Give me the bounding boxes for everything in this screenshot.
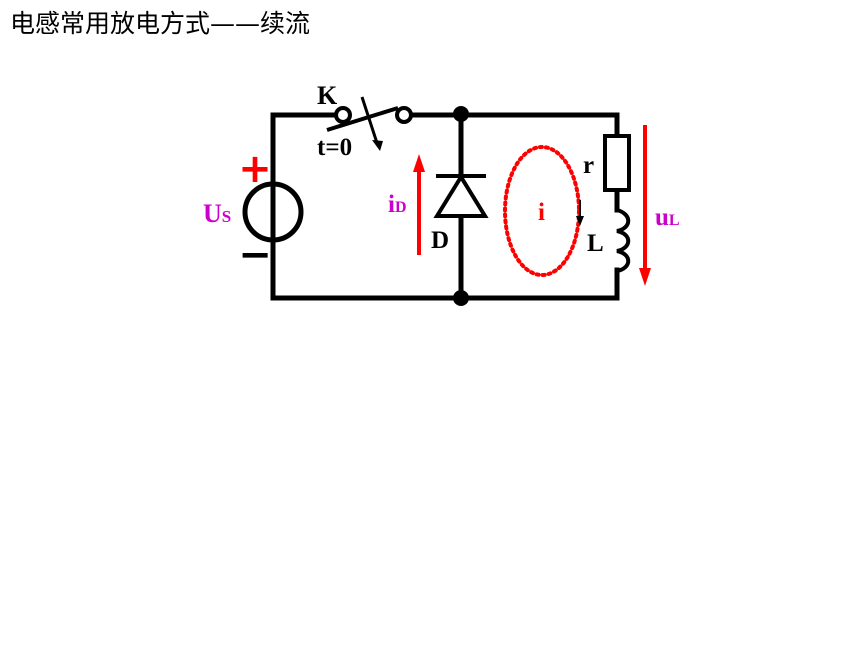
resistor: r — [583, 134, 631, 192]
voltage-arrowhead — [639, 268, 651, 286]
switch-blade — [326, 106, 399, 132]
junction-node-top — [453, 106, 469, 122]
resistor-body — [603, 134, 631, 192]
source-label-sub: S — [222, 207, 231, 226]
wire-bottom-left — [270, 237, 464, 301]
diode-current-label: iD — [388, 191, 407, 218]
diode-current-main: i — [388, 191, 395, 218]
junction-node-bottom — [453, 290, 469, 306]
diode-current-arrowhead — [413, 154, 425, 172]
wires — [270, 112, 620, 301]
diode-triangle — [433, 173, 489, 218]
switch — [326, 96, 413, 151]
voltage-source: + − US — [203, 146, 304, 278]
voltage-label: uL — [655, 204, 680, 231]
loop-direction-arrowhead — [576, 216, 584, 226]
switch-timing-arrow — [360, 96, 379, 144]
diode: D — [431, 173, 489, 254]
inductor-label: L — [587, 230, 604, 257]
wire-left-top — [270, 112, 339, 186]
source-label: US — [203, 199, 231, 228]
switch-time-label: t=0 — [317, 134, 352, 161]
voltage-main: u — [655, 204, 669, 231]
switch-label: K — [317, 81, 338, 110]
source-plus-sign: + — [238, 146, 272, 192]
wire-bottom-right — [458, 267, 620, 301]
diode-current-arrow: iD — [388, 154, 425, 255]
resistor-label: r — [583, 152, 594, 179]
diode-current-sub: D — [395, 199, 407, 216]
source-label-main: U — [203, 199, 222, 228]
loop-current-label: i — [538, 199, 545, 226]
inductor-coil — [616, 208, 631, 273]
source-minus-sign: − — [238, 232, 272, 278]
switch-timing-arrowhead — [372, 140, 383, 151]
voltage-sub: L — [669, 212, 680, 229]
diode-label: D — [431, 227, 449, 254]
wire-top-right — [458, 112, 620, 139]
switch-contact-left — [334, 106, 352, 124]
inductor: L — [587, 208, 631, 273]
switch-contact-right — [395, 106, 413, 124]
slide-title: 电感常用放电方式——续流 — [10, 9, 311, 38]
loop-current: i — [503, 145, 584, 277]
voltage-arrow: uL — [639, 125, 680, 286]
